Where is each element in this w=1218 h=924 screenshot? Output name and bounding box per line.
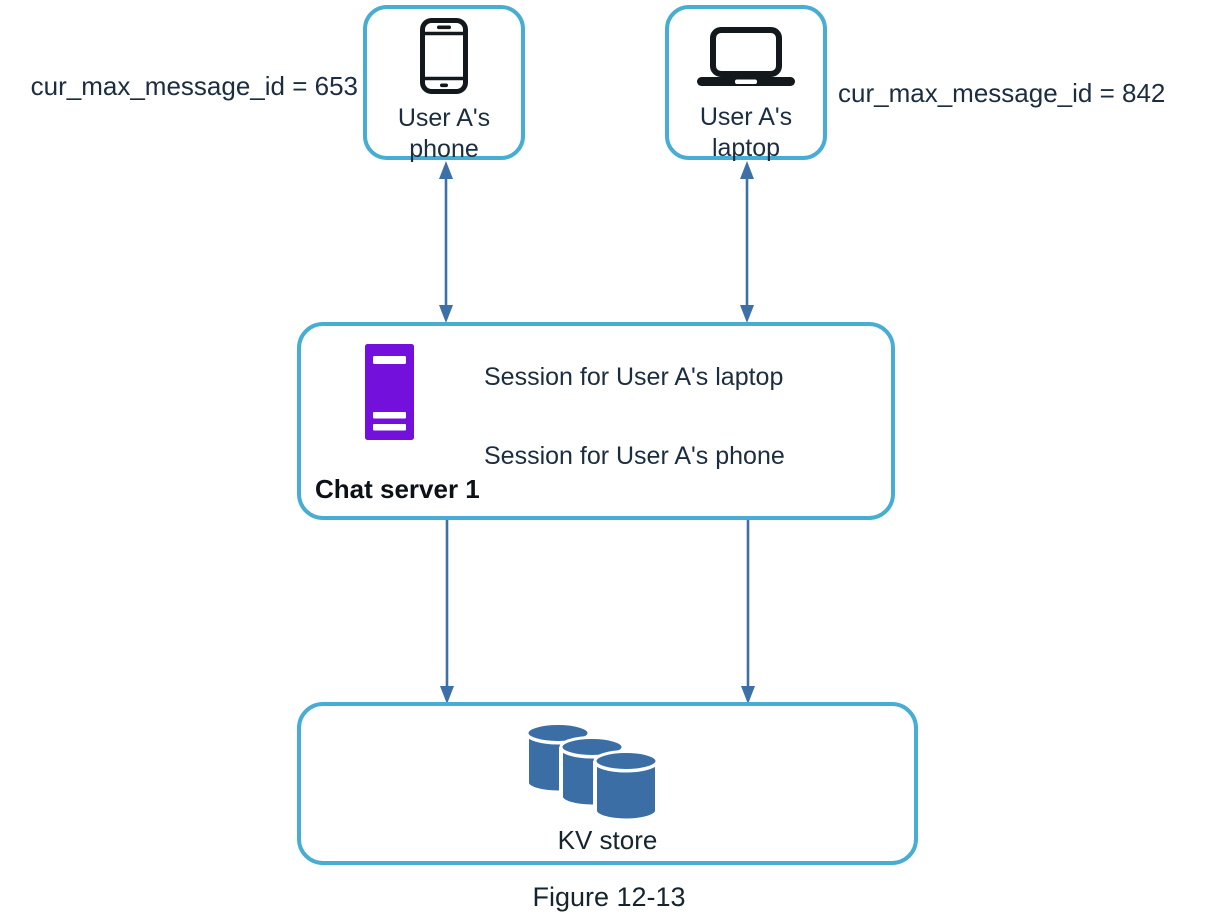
server-kv-left-down-arrow: [439, 520, 455, 709]
chat-server-label: Chat server 1: [315, 474, 480, 504]
laptop-server-bidirectional-arrow: [739, 161, 755, 328]
user-a-laptop-node: User A's laptop: [665, 5, 827, 162]
phone-node-label: User A's phone: [397, 104, 491, 163]
figure-caption: Figure 12-13: [532, 882, 686, 912]
session-laptop-text: Session for User A's laptop: [484, 363, 784, 391]
server-kv-right-down-arrow: [740, 520, 756, 709]
laptop-icon: [696, 27, 796, 92]
kv-store-label: KV store: [557, 825, 658, 855]
phone-server-bidirectional-arrow: [438, 161, 454, 328]
smartphone-icon: [420, 18, 468, 99]
chat-server-node: Session for User A's laptop Session for …: [297, 322, 895, 520]
user-a-phone-node: User A's phone: [363, 5, 525, 163]
server-icon: [365, 344, 414, 445]
kv-store-node: KV store: [297, 702, 918, 865]
laptop-cur-max-message-id-annotation: cur_max_message_id = 842: [838, 78, 1166, 108]
database-icon: [525, 722, 659, 830]
phone-cur-max-message-id-annotation: cur_max_message_id = 653: [30, 71, 358, 101]
laptop-node-label: User A's laptop: [699, 103, 793, 162]
session-phone-text: Session for User A's phone: [484, 442, 785, 470]
